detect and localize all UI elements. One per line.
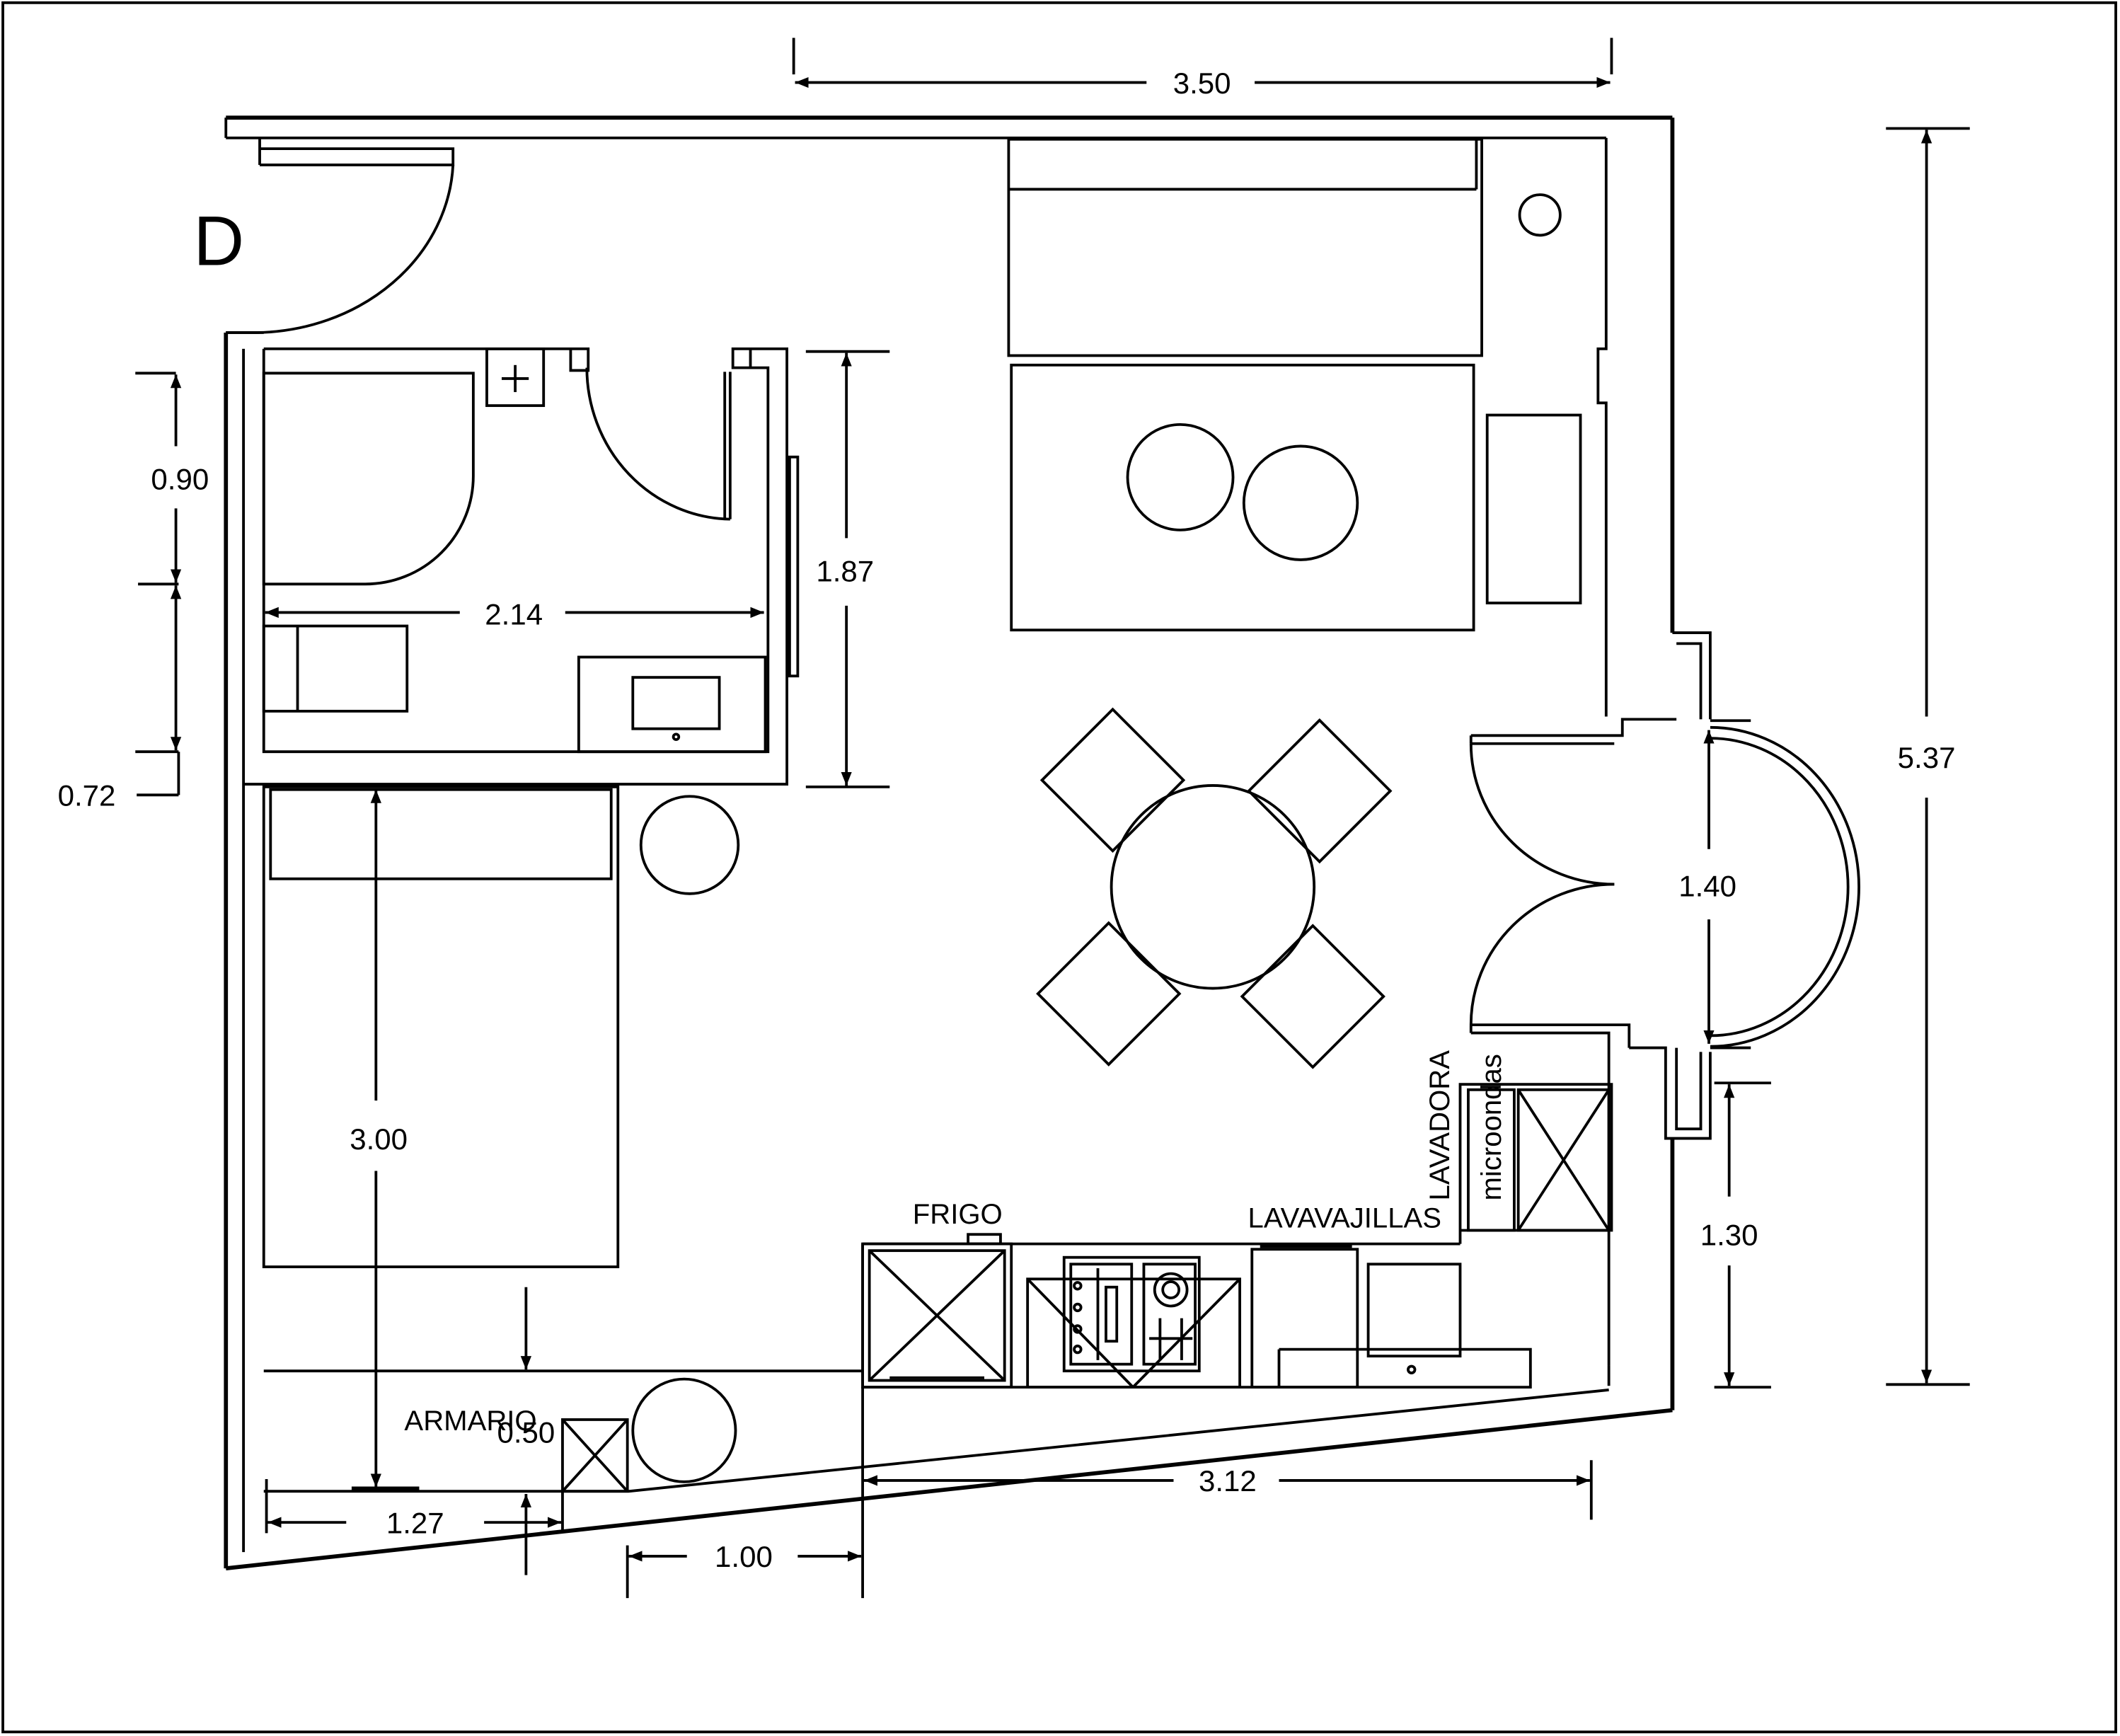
dishwasher <box>1250 1248 1359 1389</box>
rug <box>1010 363 1475 632</box>
shower-tray <box>262 372 475 586</box>
label-microondas: microondas <box>1476 1054 1507 1200</box>
dim-armario-depth: 0.50 <box>497 1415 555 1449</box>
kitchen <box>263 1083 1613 1389</box>
dim-bath-height: 1.87 <box>816 554 874 587</box>
pouf-right <box>1242 444 1359 561</box>
chair-se <box>1240 924 1386 1069</box>
bathroom-sink-counter <box>577 655 767 754</box>
cooktop <box>1062 1255 1201 1373</box>
label-lavavajillas: LAVAVAJILLAS <box>1248 1203 1441 1234</box>
dim-bed-length: 3.00 <box>350 1122 408 1156</box>
dim-bottom-left: 1.27 <box>386 1506 444 1539</box>
dining-table <box>1110 784 1316 990</box>
kitchen-sink <box>1366 1263 1462 1358</box>
label-lavadora: LAVADORA <box>1424 1050 1456 1201</box>
dim-right-height: 5.37 <box>1898 741 1956 774</box>
dim-bottom-right: 3.12 <box>1199 1464 1257 1498</box>
dim-bath-top: 0.90 <box>151 463 209 496</box>
washing-machine <box>1516 1088 1611 1232</box>
toilet <box>262 624 409 713</box>
balcony <box>1710 725 1860 1048</box>
bedroom <box>262 785 740 1493</box>
fridge <box>861 1242 1013 1389</box>
outer-walls <box>224 115 1712 1570</box>
sofa <box>1007 137 1483 357</box>
dim-bath-bottom: 0.72 <box>58 779 116 812</box>
living-area <box>1007 137 1582 632</box>
pouf-left <box>1126 422 1235 531</box>
chair-nw <box>1039 707 1186 853</box>
dimensions <box>135 38 1970 1599</box>
label-frigo: FRIGO <box>913 1199 1003 1230</box>
pillow <box>269 788 613 880</box>
tv-cabinet <box>1485 413 1582 604</box>
chair-ne <box>1247 718 1393 864</box>
chair-sw <box>1036 921 1182 1067</box>
floor-lamp <box>1518 193 1562 237</box>
bathroom <box>243 347 800 786</box>
label-armario: ARMARIO <box>404 1406 536 1437</box>
dim-top-width: 3.50 <box>1173 67 1231 100</box>
nightstand <box>639 795 740 895</box>
dim-bottom-mid: 1.00 <box>715 1540 773 1573</box>
dim-bath-width: 2.14 <box>485 598 543 631</box>
bed <box>262 785 620 1268</box>
balcony-doors <box>1469 725 1860 1048</box>
dining-area <box>1036 707 1393 1069</box>
duct-box <box>485 347 546 408</box>
dim-kitchen-side: 1.30 <box>1700 1219 1758 1252</box>
entrance-door <box>226 137 455 334</box>
dim-balcony-door: 1.40 <box>1678 870 1736 903</box>
armario-box <box>561 1418 629 1493</box>
room-letter: D <box>193 202 244 280</box>
round-table <box>631 1377 737 1483</box>
